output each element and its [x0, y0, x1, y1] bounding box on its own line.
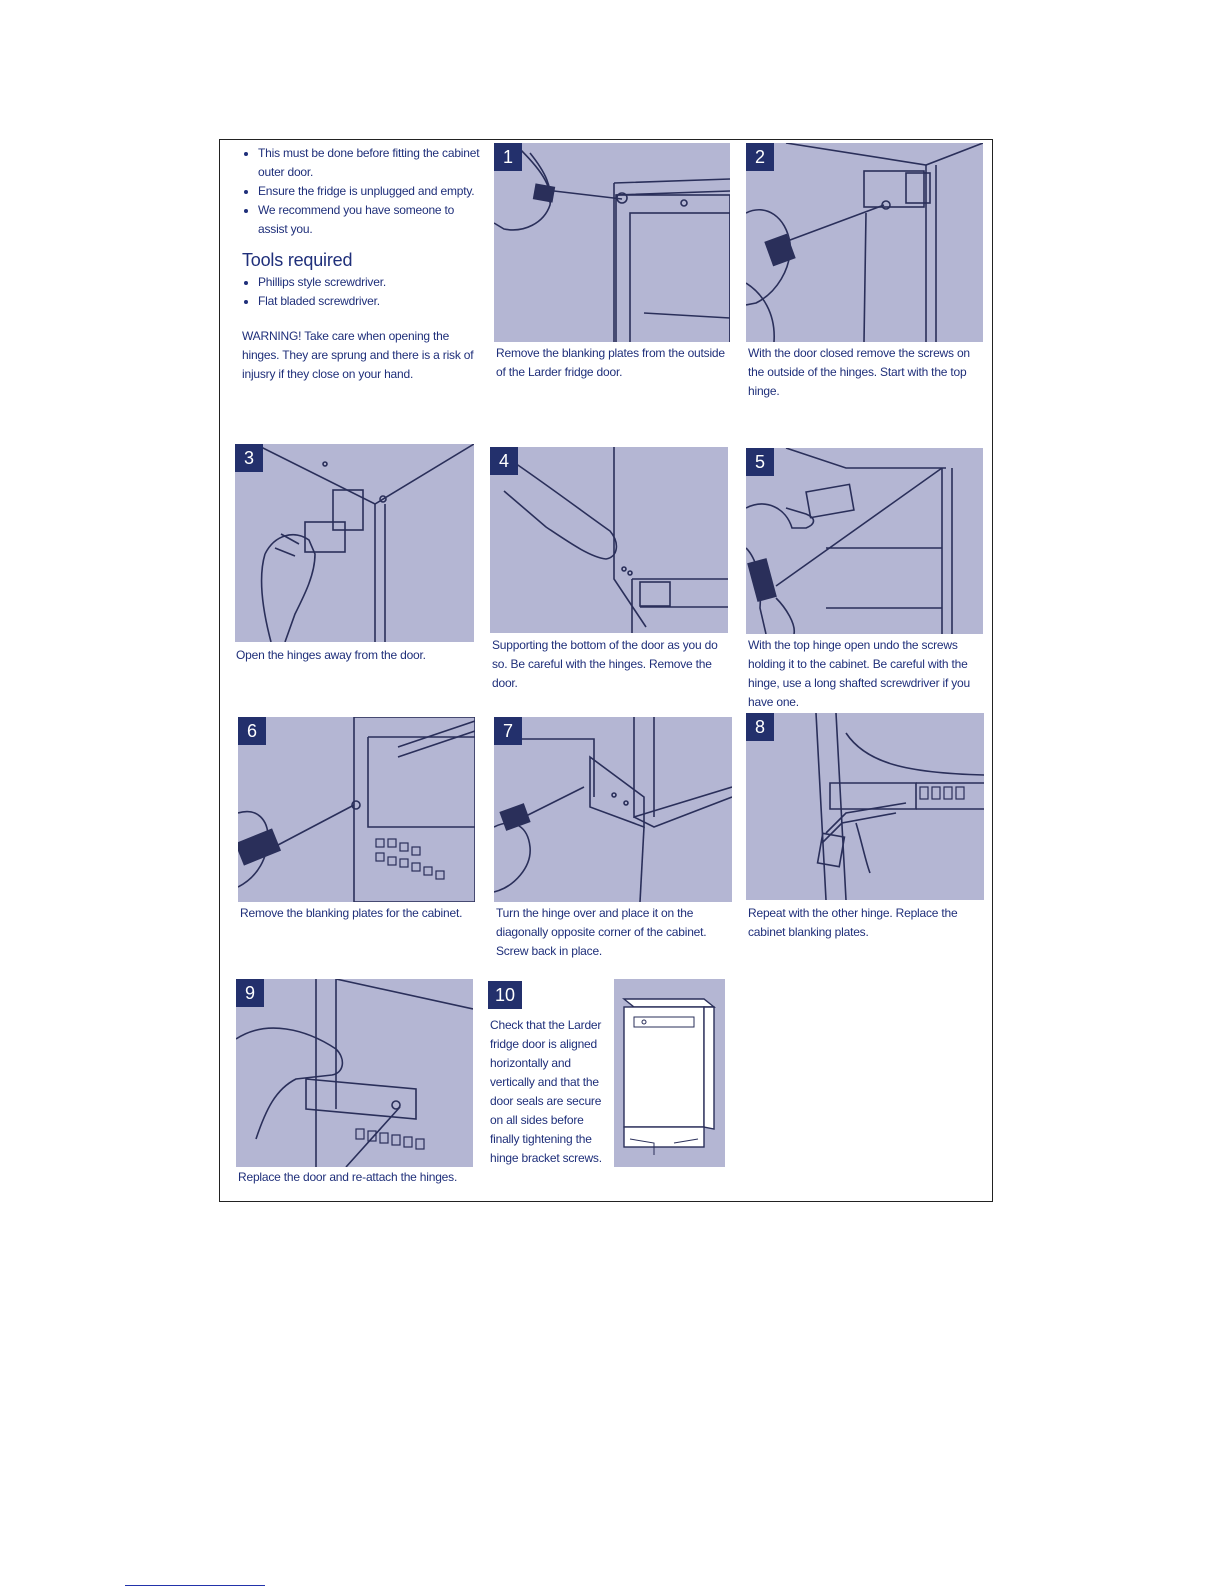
step-number-badge: 2	[746, 143, 774, 171]
step-5-caption: With the top hinge open undo the screws …	[748, 638, 970, 709]
intro-section: This must be done before fitting the cab…	[242, 144, 482, 384]
step-7-drawing	[494, 717, 732, 902]
precaution-list: This must be done before fitting the cab…	[242, 144, 482, 239]
instruction-frame	[219, 139, 993, 1202]
step-8-drawing	[815, 713, 984, 900]
step-7-caption: Turn the hinge over and place it on the …	[496, 906, 707, 958]
precaution-item: We recommend you have someone to assist …	[258, 201, 482, 239]
tools-list: Phillips style screwdriver. Flat bladed …	[242, 273, 482, 311]
step-2-drawing	[746, 143, 983, 342]
warning-text: WARNING! Take care when opening the hing…	[242, 329, 474, 381]
step-number-badge: 1	[494, 143, 522, 171]
step-number-badge: 8	[746, 713, 774, 741]
step-7-illustration: 7	[494, 717, 732, 902]
step-5-illustration: 5	[746, 448, 983, 634]
step-10-drawing	[622, 998, 716, 1155]
step-6-illustration: 6	[238, 717, 475, 902]
tool-item: Flat bladed screwdriver.	[258, 292, 482, 311]
step-4-caption: Supporting the bottom of the door as you…	[492, 638, 718, 690]
step-6-drawing	[238, 717, 475, 902]
step-4-drawing	[503, 447, 728, 633]
step-1-drawing	[494, 143, 730, 342]
step-number-badge: 10	[488, 981, 522, 1009]
step-8-illustration: 8	[746, 713, 984, 900]
step-4-illustration: 4	[490, 447, 728, 633]
step-10-illustration	[614, 979, 725, 1167]
step-number-badge: 9	[236, 979, 264, 1007]
step-9-caption: Replace the door and re-attach the hinge…	[238, 1170, 458, 1184]
step-3-drawing	[254, 444, 474, 642]
step-3-caption: Open the hinges away from the door.	[236, 648, 426, 662]
step-8-caption: Repeat with the other hinge. Replace the…	[748, 906, 958, 939]
precaution-item: Ensure the fridge is unplugged and empty…	[258, 182, 482, 201]
step-9-drawing	[236, 979, 473, 1167]
step-number-badge: 3	[235, 444, 263, 472]
step-6-caption: Remove the blanking plates for the cabin…	[240, 906, 463, 920]
tool-item: Phillips style screwdriver.	[258, 273, 482, 292]
step-2-caption: With the door closed remove the screws o…	[748, 346, 970, 398]
step-9-illustration: 9	[236, 979, 473, 1167]
step-number-badge: 7	[494, 717, 522, 745]
tools-heading: Tools required	[242, 250, 353, 270]
precaution-item: This must be done before fitting the cab…	[258, 144, 482, 182]
step-3-illustration: 3	[235, 444, 474, 642]
step-1-illustration: 1	[494, 143, 730, 342]
step-number-badge: 6	[238, 717, 266, 745]
step-1-caption: Remove the blanking plates from the outs…	[496, 346, 725, 379]
step-number-badge: 5	[746, 448, 774, 476]
step-10-badge-wrap: 10	[488, 981, 522, 1009]
step-2-illustration: 2	[746, 143, 983, 342]
step-5-drawing	[746, 448, 953, 634]
step-10-caption: Check that the Larder fridge door is ali…	[490, 1018, 602, 1165]
step-number-badge: 4	[490, 447, 518, 475]
